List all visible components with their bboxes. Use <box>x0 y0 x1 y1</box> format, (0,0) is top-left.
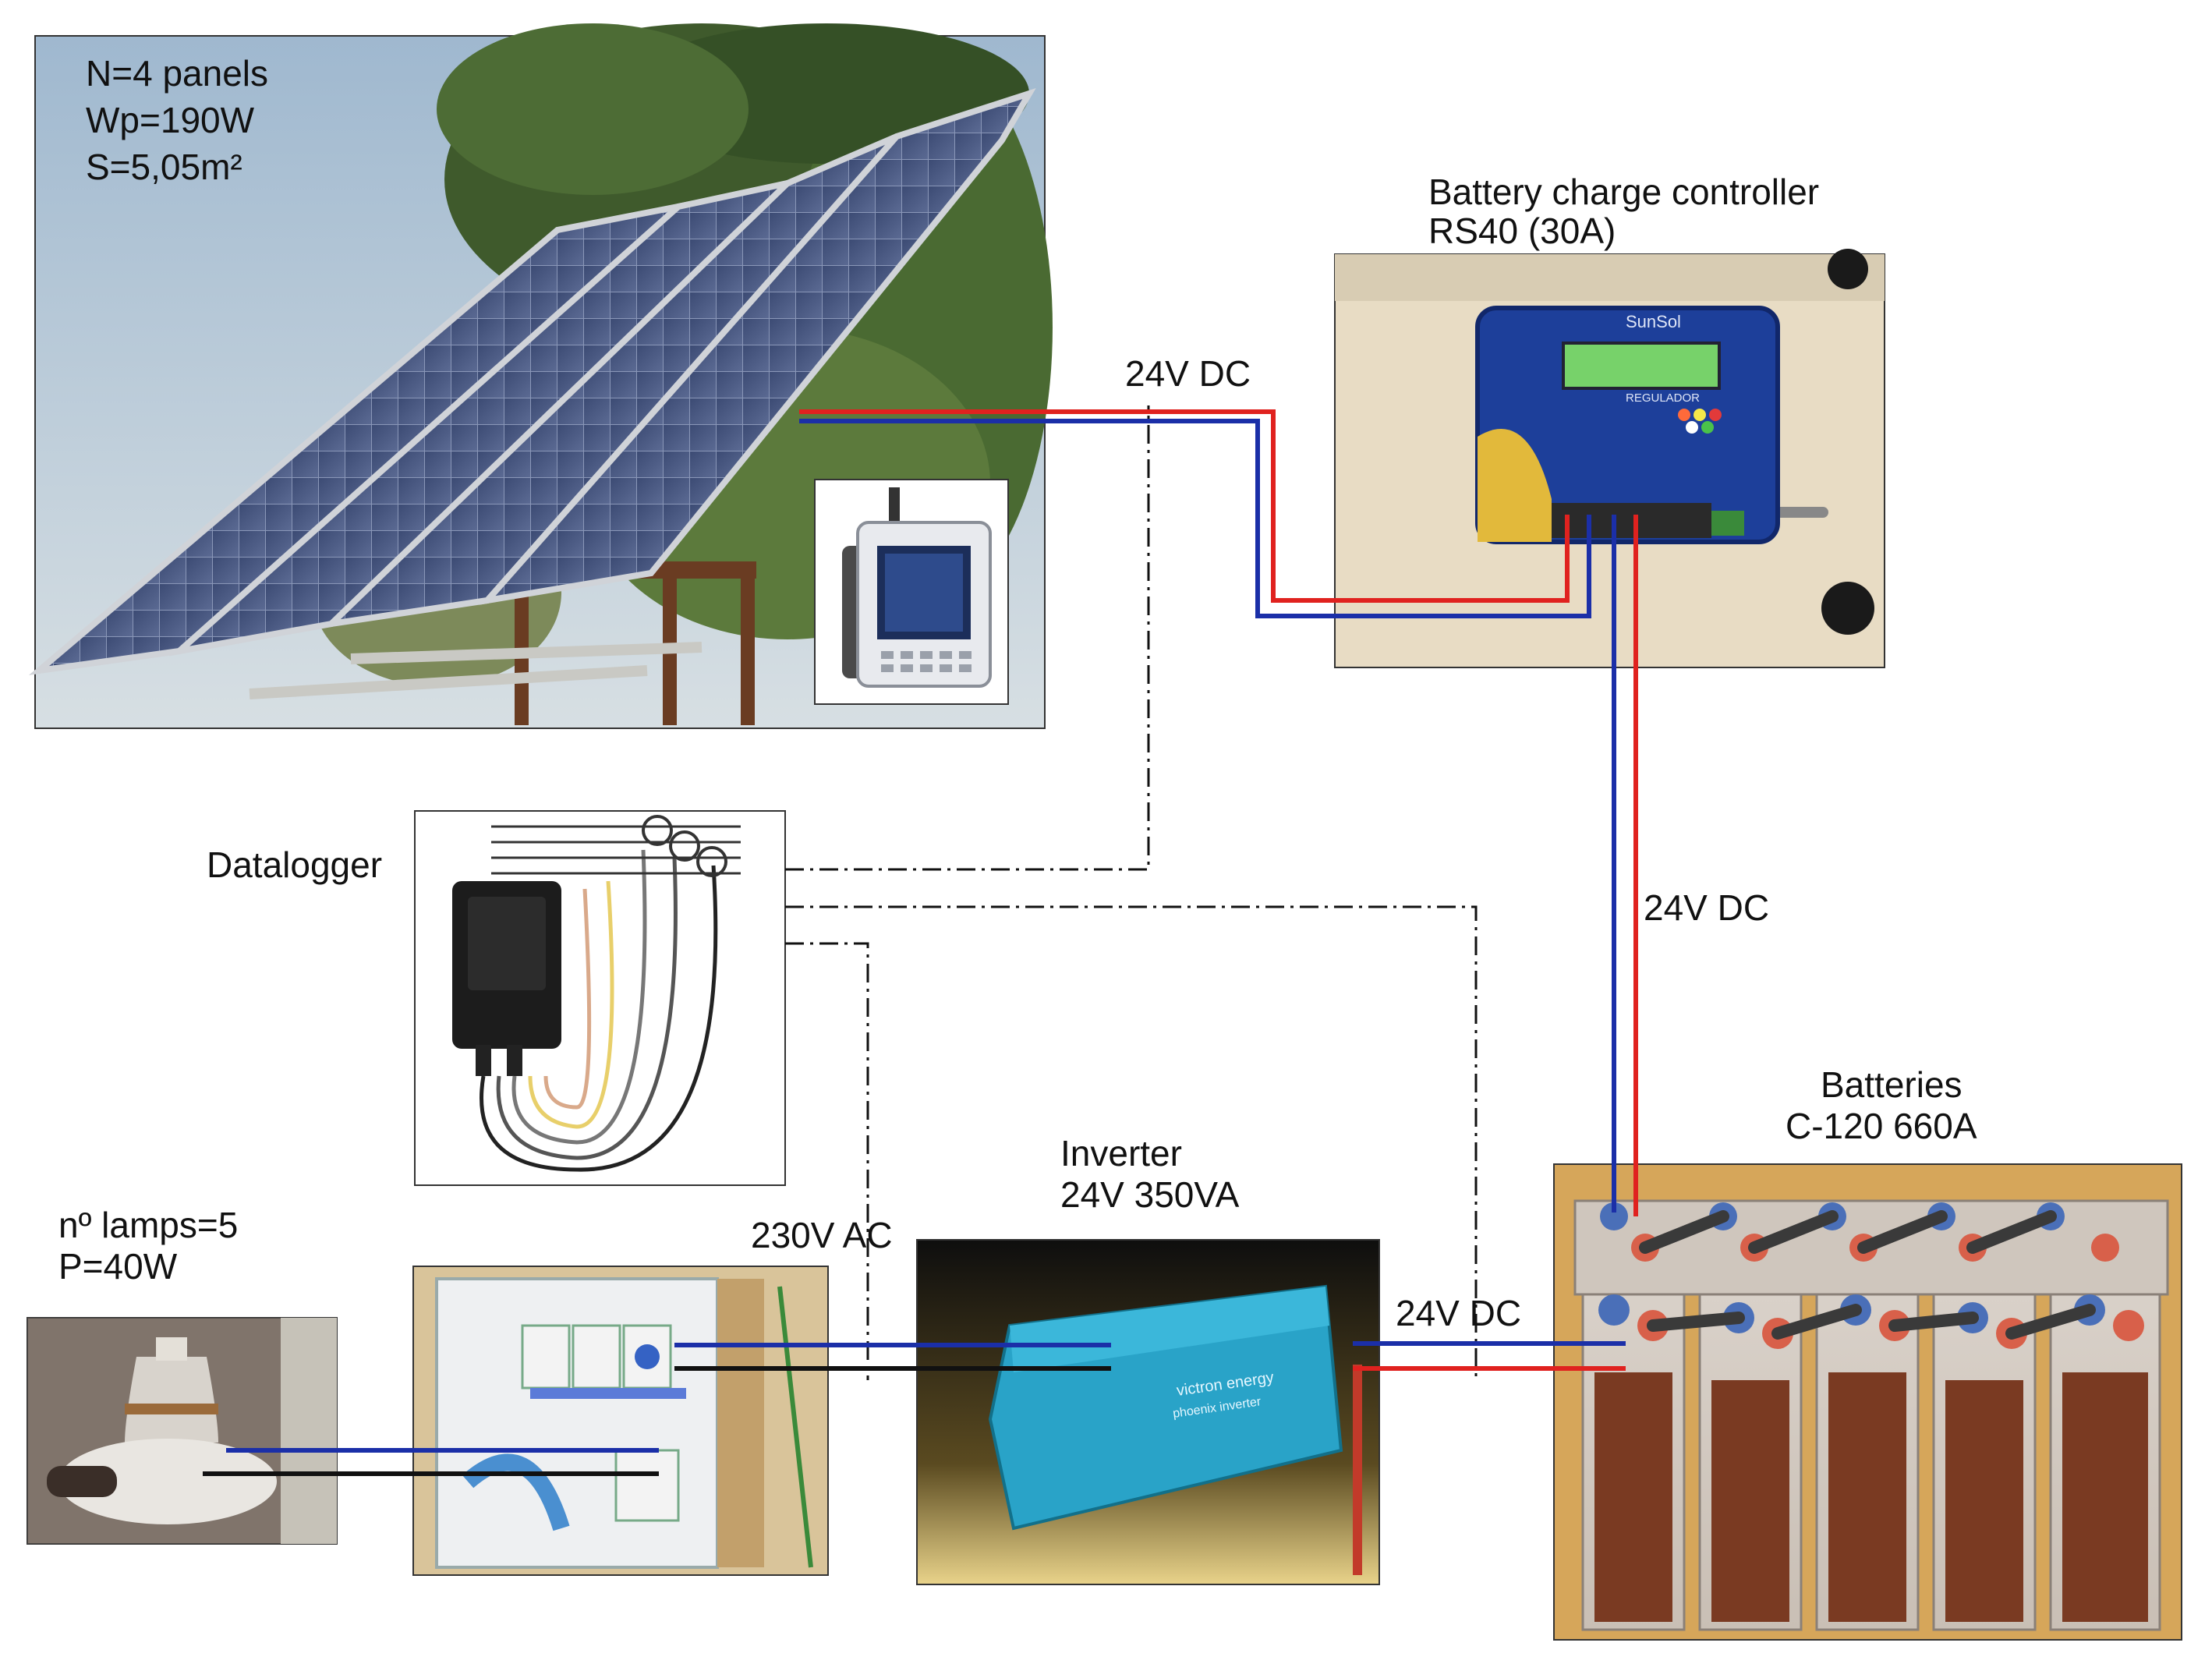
electrical-panel-photo <box>412 1266 829 1576</box>
batteries-spec-label: C-120 660A <box>1786 1106 1977 1146</box>
controller-brand-text: SunSol <box>1626 312 1681 331</box>
signal-line-inverter <box>785 942 869 1380</box>
controller-lcd-screen <box>1562 342 1721 390</box>
voltage-label-inverter-dc: 24V DC <box>1396 1293 1521 1333</box>
current-clamp-sensors <box>642 815 727 877</box>
datalogger-diagram <box>414 810 786 1186</box>
lamp-holder <box>58 1439 277 1524</box>
wire-panels-negative <box>799 419 1591 618</box>
batteries-title-label: Batteries <box>1821 1064 1962 1105</box>
solar-panel-array <box>28 87 1036 675</box>
inverter-title-label: Inverter <box>1060 1133 1182 1174</box>
battery-interconnects <box>1639 1210 2096 1340</box>
solar-panel-4 <box>479 87 1036 605</box>
batteries-photo <box>1553 1163 2182 1641</box>
meter-device-photo <box>814 479 1009 705</box>
signal-lines <box>785 405 1478 1380</box>
voltage-label-panels: 24V DC <box>1125 353 1251 394</box>
controller-title-label: Battery charge controller <box>1428 172 1819 212</box>
datalogger-label: Datalogger <box>207 844 382 885</box>
panels-count-label: N=4 panels <box>86 53 268 94</box>
lamps-power-label: P=40W <box>58 1246 178 1287</box>
controller-screen-caption: REGULADOR <box>1626 391 1700 405</box>
controller-model-label: RS40 (30A) <box>1428 211 1616 251</box>
mounting-bolts <box>1766 249 1874 635</box>
circuit-breakers <box>521 1324 686 1522</box>
wire-panels-positive <box>799 409 1570 603</box>
meter-keypad <box>881 651 972 672</box>
power-wires <box>203 409 1638 1476</box>
inverter-photo: victron energy phoenix inverter <box>916 1239 1380 1585</box>
panels-area-label: S=5,05m² <box>86 147 242 187</box>
datalogger-sensor-leads <box>480 849 718 1172</box>
signal-line-panels <box>785 405 1150 871</box>
signal-line-batteries <box>785 905 1478 1380</box>
voltage-label-batteries: 24V DC <box>1644 887 1769 928</box>
lamp-bulb <box>125 1357 218 1443</box>
controller-terminal-block <box>1552 503 1744 538</box>
lamps-count-label: nº lamps=5 <box>58 1205 238 1245</box>
voltage-label-ac: 230V AC <box>751 1215 893 1255</box>
battery-cells <box>1581 1285 2161 1631</box>
panels-peak-power-label: Wp=190W <box>86 100 255 140</box>
inverter-spec-label: 24V 350VA <box>1060 1174 1240 1215</box>
lamp-photo <box>27 1317 338 1545</box>
charge-controller-photo: SunSol REGULADOR <box>1334 249 1885 668</box>
controller-status-leds <box>1678 409 1722 434</box>
